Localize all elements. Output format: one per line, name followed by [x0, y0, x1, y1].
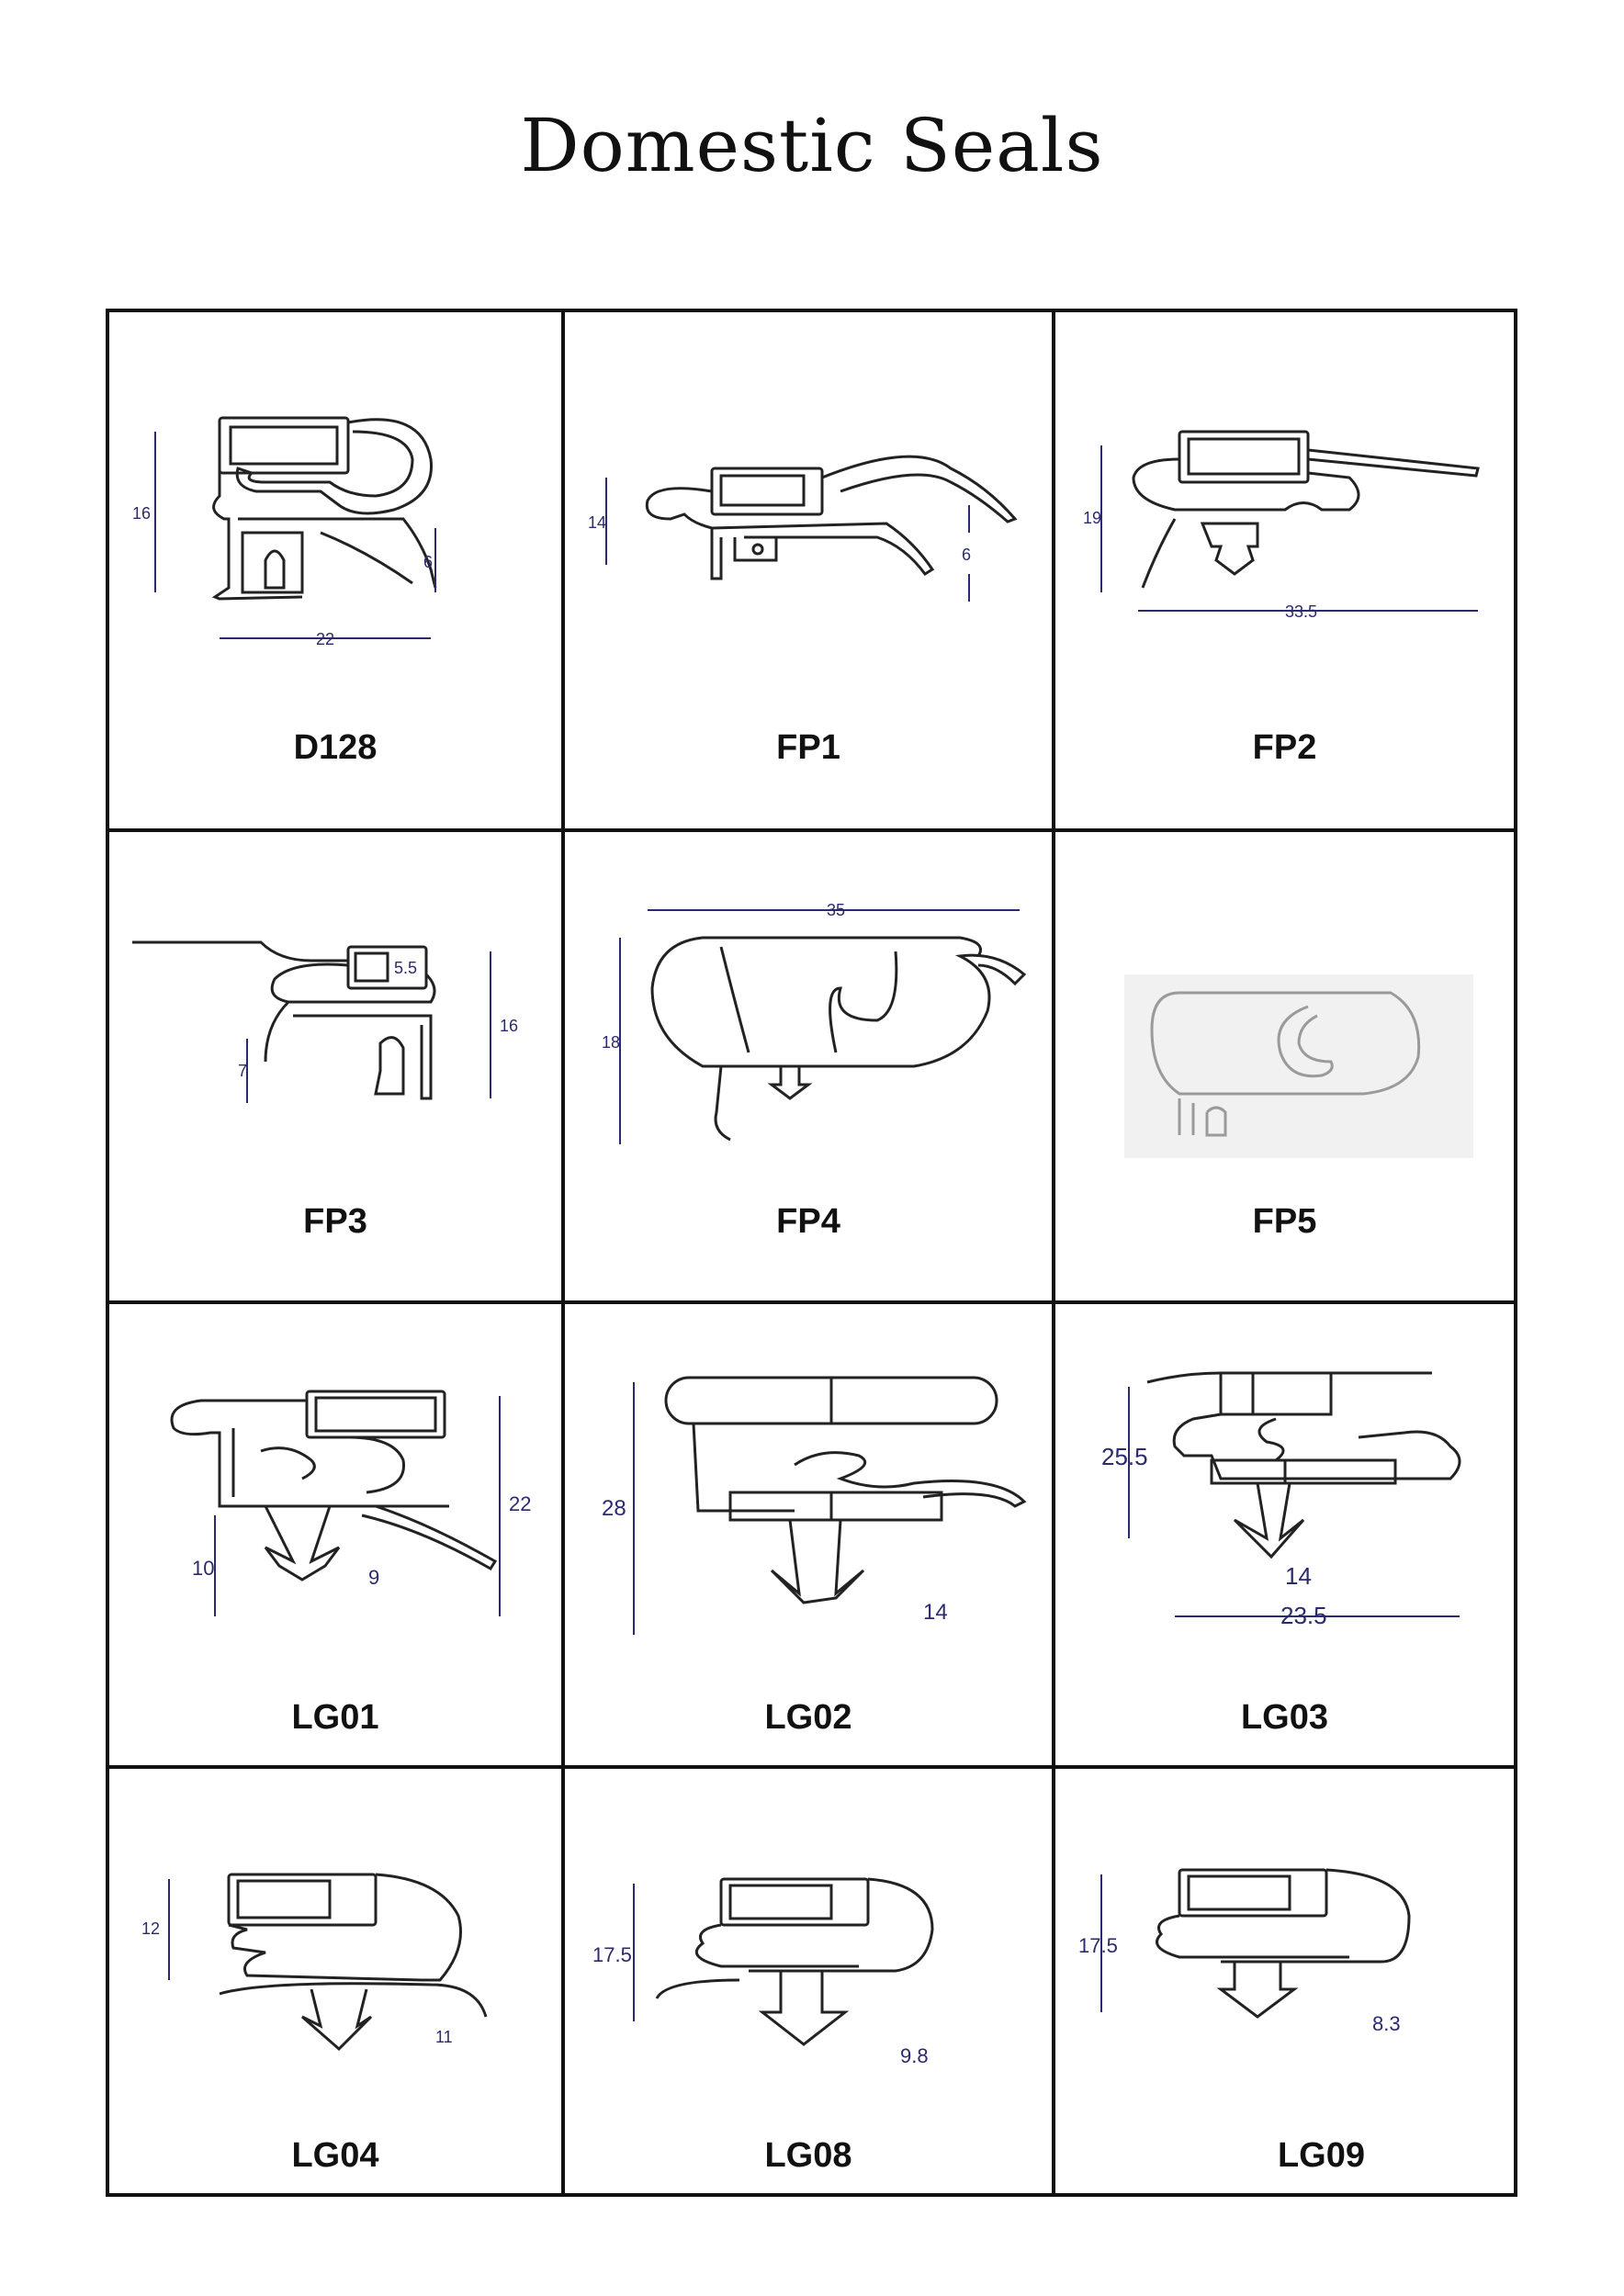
seal-code: FP5	[1252, 1202, 1317, 1241]
grid-divider	[561, 312, 565, 2193]
seal-profile-drawing: 28 14	[583, 1364, 1043, 1658]
seal-card-lg02: 28 14 LG02	[565, 1304, 1052, 1765]
grid-divider	[109, 1765, 1514, 1769]
seal-profile-drawing: 35 18	[583, 901, 1043, 1158]
dimension-label: 35	[827, 901, 845, 919]
dimension-label: 22	[316, 630, 334, 648]
dimension-label: 8.3	[1372, 2012, 1401, 2035]
seal-code: LG09	[1277, 2136, 1366, 2175]
seal-code: FP1	[776, 728, 840, 767]
grid-divider	[109, 1300, 1514, 1304]
dimension-label: 18	[602, 1033, 620, 1052]
dimension-label: 12	[141, 1919, 160, 1938]
seal-card-fp4: 35 18 FP4	[565, 832, 1052, 1300]
dimension-label: 9	[368, 1566, 379, 1589]
dimension-label: 17.5	[1078, 1934, 1118, 1957]
dimension-label: 6	[962, 546, 971, 564]
seal-code: LG02	[764, 1698, 852, 1737]
seal-profile-drawing: 17.5 8.3	[1074, 1861, 1496, 2081]
seal-code: FP3	[303, 1202, 367, 1241]
seal-card-fp5: FP5	[1055, 832, 1514, 1300]
dimension-label: 11	[435, 2028, 453, 2046]
dimension-label: 25.5	[1101, 1443, 1148, 1470]
seal-profile-drawing: 19 33.5	[1074, 422, 1496, 661]
page-title: Domestic Seals	[520, 103, 1104, 188]
seal-profile-drawing: 25.5 14 23.5	[1074, 1364, 1496, 1676]
grid-divider	[109, 828, 1514, 832]
seal-code: LG04	[291, 2136, 379, 2175]
dimension-label: 9.8	[900, 2044, 929, 2067]
grid-divider	[1052, 312, 1055, 2193]
seal-card-fp2: 19 33.5 FP2	[1055, 312, 1514, 828]
seal-profile-drawing: 17.5 9.8	[583, 1874, 1043, 2113]
seal-card-d128: 16 6 22 D128	[109, 312, 561, 828]
seal-profile-drawing: 12 11	[128, 1861, 550, 2072]
seal-card-lg03: 25.5 14 23.5 LG03	[1055, 1304, 1514, 1765]
dimension-label: 7	[238, 1062, 247, 1080]
dimension-label: 5.5	[394, 959, 417, 977]
dimension-label: 14	[923, 1600, 948, 1625]
dimension-label: 6	[423, 553, 433, 571]
seal-profile-drawing: 14 6	[583, 441, 1043, 643]
seal-profile-drawing: 16 6 22	[128, 404, 458, 680]
seal-code: D128	[293, 728, 378, 767]
dimension-label: 23.5	[1280, 1602, 1327, 1629]
dimension-label: 28	[602, 1496, 626, 1521]
seal-profile-drawing: 16 5.5 7	[128, 933, 550, 1117]
seal-code: FP4	[776, 1202, 840, 1241]
seal-card-lg09: 17.5 8.3 LG09	[1055, 1769, 1514, 2193]
dimension-label: 16	[500, 1017, 518, 1035]
seal-code: LG03	[1240, 1698, 1329, 1737]
dimension-label: 10	[192, 1557, 214, 1580]
dimension-label: 22	[509, 1492, 531, 1515]
seal-card-fp3: 16 5.5 7 FP3	[109, 832, 561, 1300]
seal-card-lg04: 12 11 LG04	[109, 1769, 561, 2193]
dimension-label: 19	[1083, 509, 1101, 527]
seal-code: FP2	[1252, 728, 1317, 767]
seal-code: LG01	[291, 1698, 379, 1737]
dimension-label: 33.5	[1285, 602, 1317, 621]
seal-grid: 16 6 22 D128 14 6	[106, 309, 1517, 2197]
seal-profile-drawing: 22 10 9	[128, 1378, 550, 1635]
seal-card-lg01: 22 10 9 LG01	[109, 1304, 561, 1765]
dimension-label: 16	[132, 504, 151, 523]
dimension-label: 17.5	[592, 1943, 632, 1966]
seal-card-lg08: 17.5 9.8 LG08	[565, 1769, 1052, 2193]
seal-code: LG08	[764, 2136, 852, 2175]
dimension-label: 14	[588, 513, 606, 532]
seal-card-fp1: 14 6 FP1	[565, 312, 1052, 828]
dimension-label: 14	[1285, 1562, 1312, 1590]
seal-profile-drawing	[1124, 974, 1473, 1158]
